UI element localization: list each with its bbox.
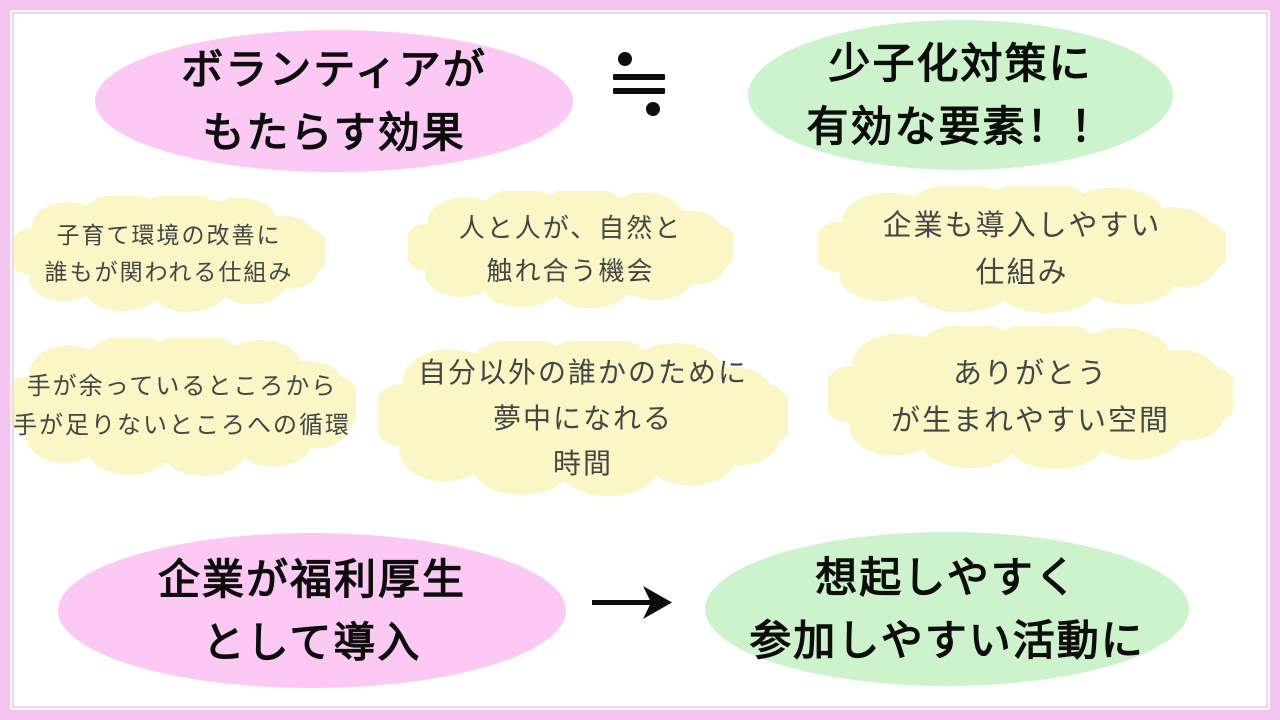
cloud-text-line: 人と人が、自然と — [458, 213, 683, 244]
cloud-text-line: 夢中になれる — [492, 402, 673, 434]
cloud-text: 子育て環境の改善に 誰もが関われる仕組み — [13, 196, 325, 312]
cloud-text: 企業も導入しやすい 仕組み — [818, 186, 1226, 313]
result-activity-ellipse: 想起しやすく 参加しやすい活動に — [705, 532, 1189, 686]
cloud-text-line: 仕組み — [975, 256, 1069, 289]
ellipse-text-line: 企業が福利厚生 — [157, 555, 466, 603]
approx-dot-bottom — [646, 102, 660, 116]
approx-equal-icon — [606, 50, 672, 120]
cloud-text-line: 手が余っているところから — [26, 373, 338, 401]
approx-dot-top — [618, 52, 632, 66]
arrow-right-icon — [590, 584, 674, 621]
cloud-human-contact: 人と人が、自然と 触れ合う機会 — [408, 191, 733, 308]
cloud-text: ありがとう が生まれやすい空間 — [828, 326, 1233, 469]
cloud-thanks-space: ありがとう が生まれやすい空間 — [828, 326, 1233, 469]
approx-bar — [613, 74, 665, 80]
cloud-hands-circulation: 手が余っているところから 手が足りないところへの循環 — [8, 338, 356, 476]
cloud-text: 手が余っているところから 手が足りないところへの循環 — [8, 338, 356, 476]
volunteer-effect-ellipse: ボランティアが もたらす効果 — [95, 30, 573, 172]
ellipse-text-line: ボランティアが — [181, 46, 487, 93]
cloud-company-adoption: 企業も導入しやすい 仕組み — [818, 186, 1226, 313]
ellipse-text-line: として導入 — [202, 618, 422, 666]
ellipse-text-line: 想起しやすく — [815, 554, 1079, 601]
cloud-text: 自分以外の誰かのために 夢中になれる 時間 — [378, 341, 788, 496]
cloud-text-line: 子育て環境の改善に — [56, 221, 282, 248]
cloud-text-line: 触れ合う機会 — [486, 255, 655, 286]
cloud-text-line: 時間 — [552, 448, 613, 480]
cloud-text-line: 企業も導入しやすい — [882, 209, 1162, 242]
ellipse-text-line: もたらす効果 — [202, 109, 466, 156]
approx-bar — [613, 88, 665, 94]
cloud-childcare-environment: 子育て環境の改善に 誰もが関われる仕組み — [13, 196, 325, 312]
cloud-text-line: が生まれやすい空間 — [890, 404, 1170, 437]
cloud-text-line: 自分以外の誰かのために — [417, 357, 748, 389]
cloud-absorbed-time: 自分以外の誰かのために 夢中になれる 時間 — [378, 341, 788, 496]
cloud-text-line: ありがとう — [952, 357, 1108, 390]
ellipse-text-line: 有効な要素！！ — [806, 103, 1115, 150]
ellipse-text-line: 少子化対策に — [828, 40, 1093, 87]
ellipse-text-line: 参加しやすい活動に — [749, 617, 1145, 664]
cloud-text-line: 手が足りないところへの循環 — [13, 412, 351, 439]
cloud-text: 人と人が、自然と 触れ合う機会 — [408, 191, 733, 308]
company-welfare-ellipse: 企業が福利厚生 として導入 — [58, 533, 566, 688]
birthrate-measure-ellipse: 少子化対策に 有効な要素！！ — [748, 20, 1173, 170]
cloud-text-line: 誰もが関われる仕組み — [44, 259, 294, 285]
